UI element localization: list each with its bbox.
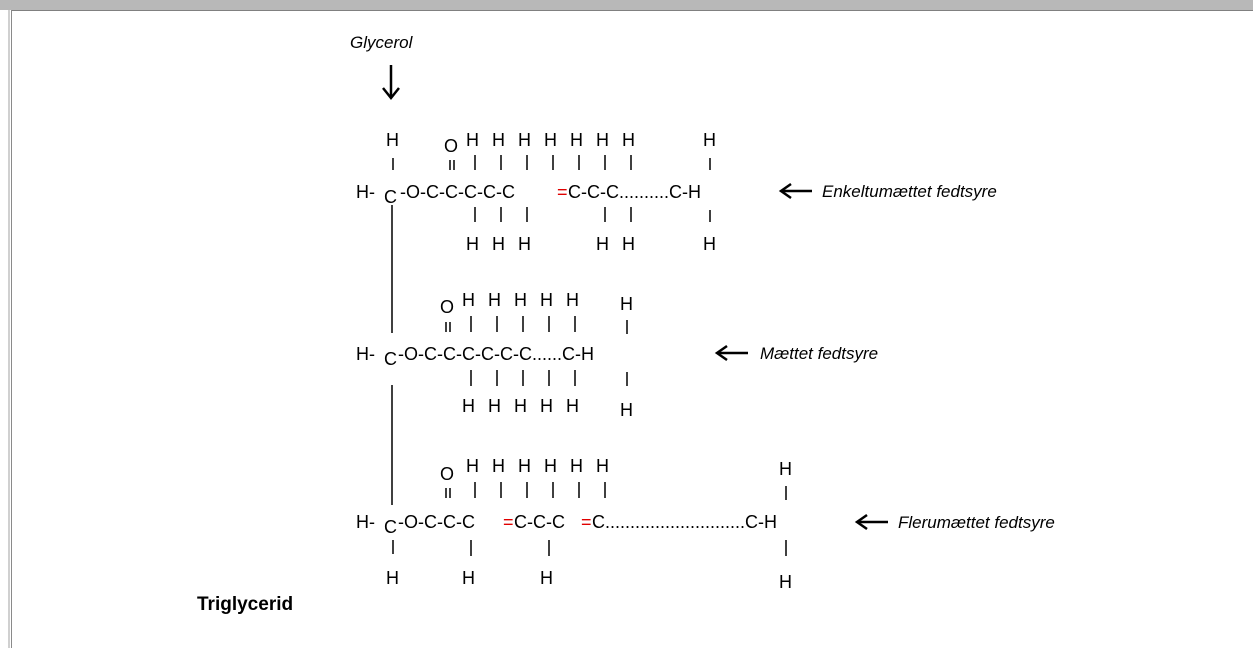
svg-text:O: O	[444, 136, 458, 156]
svg-text:H: H	[596, 234, 609, 254]
svg-text:H-: H-	[356, 512, 375, 532]
chain-2-label: Mættet fedtsyre	[760, 344, 878, 363]
chain-polyunsaturated: H H H H H H H O H- C -O-C-C-C = C-C-C = …	[356, 456, 792, 592]
svg-text:H: H	[596, 130, 609, 150]
glycerol-label: Glycerol	[350, 33, 414, 52]
svg-text:C............................C: C............................C-H	[592, 512, 777, 532]
svg-text:H: H	[622, 234, 635, 254]
svg-text:H: H	[620, 400, 633, 420]
chain-3-label: Flerumættet fedtsyre	[898, 513, 1055, 532]
svg-text:=: =	[503, 512, 514, 532]
svg-text:H: H	[596, 456, 609, 476]
svg-text:H: H	[462, 290, 475, 310]
svg-text:H: H	[386, 568, 399, 588]
svg-text:H: H	[466, 130, 479, 150]
svg-text:H: H	[620, 294, 633, 314]
svg-text:H: H	[566, 396, 579, 416]
svg-text:-O-C-C-C: -O-C-C-C	[398, 512, 475, 532]
svg-text:=: =	[581, 512, 592, 532]
svg-text:H: H	[514, 290, 527, 310]
svg-text:H: H	[488, 396, 501, 416]
window-left-border	[0, 10, 12, 648]
svg-text:H: H	[622, 130, 635, 150]
svg-text:H: H	[703, 234, 716, 254]
svg-text:C: C	[384, 187, 397, 207]
svg-text:H: H	[386, 130, 399, 150]
svg-text:H: H	[492, 130, 505, 150]
chain-3-arrow-icon	[854, 513, 888, 531]
svg-text:H: H	[540, 290, 553, 310]
svg-text:H: H	[518, 130, 531, 150]
svg-text:H: H	[518, 234, 531, 254]
svg-text:H: H	[544, 456, 557, 476]
svg-text:H: H	[488, 290, 501, 310]
chain-1-start: H-	[356, 182, 375, 202]
chain-monounsaturated: H H H H H H H H H O H- C -O-C-C-C-C-C = …	[356, 130, 716, 254]
svg-text:H: H	[466, 456, 479, 476]
svg-text:O: O	[440, 297, 454, 317]
svg-text:H: H	[462, 568, 475, 588]
svg-text:H: H	[514, 396, 527, 416]
svg-text:H: H	[566, 290, 579, 310]
svg-text:H: H	[779, 459, 792, 479]
svg-text:H: H	[570, 456, 583, 476]
svg-text:O: O	[440, 464, 454, 484]
window-top-border	[0, 0, 1253, 10]
svg-text:C-C-C..........C-H: C-C-C..........C-H	[568, 182, 701, 202]
chain-1-label: Enkeltumættet fedtsyre	[822, 182, 997, 201]
window-top-edge	[12, 10, 1253, 11]
chain-saturated: H H H H H H O H- C -O-C-C-C-C-C-C......C…	[356, 290, 633, 420]
glycerol-arrow	[382, 65, 400, 101]
svg-text:H: H	[540, 568, 553, 588]
chain-1-arrow-icon	[778, 182, 812, 200]
svg-text:C: C	[384, 517, 397, 537]
svg-text:H: H	[570, 130, 583, 150]
svg-text:C: C	[384, 349, 397, 369]
svg-text:H: H	[703, 130, 716, 150]
svg-text:H: H	[540, 396, 553, 416]
svg-text:H: H	[462, 396, 475, 416]
svg-text:H: H	[492, 234, 505, 254]
molecule-name: Triglycerid	[197, 594, 293, 615]
svg-text:-O-C-C-C-C-C-C......C-H: -O-C-C-C-C-C-C......C-H	[398, 344, 594, 364]
svg-text:-O-C-C-C-C-C: -O-C-C-C-C-C	[400, 182, 515, 202]
svg-text:H: H	[466, 234, 479, 254]
chain-2-arrow-icon	[714, 344, 748, 362]
svg-text:H-: H-	[356, 344, 375, 364]
svg-text:H: H	[492, 456, 505, 476]
svg-text:H: H	[518, 456, 531, 476]
svg-text:H: H	[779, 572, 792, 592]
svg-text:=: =	[557, 182, 568, 202]
svg-text:H: H	[544, 130, 557, 150]
svg-text:C-C-C: C-C-C	[514, 512, 565, 532]
